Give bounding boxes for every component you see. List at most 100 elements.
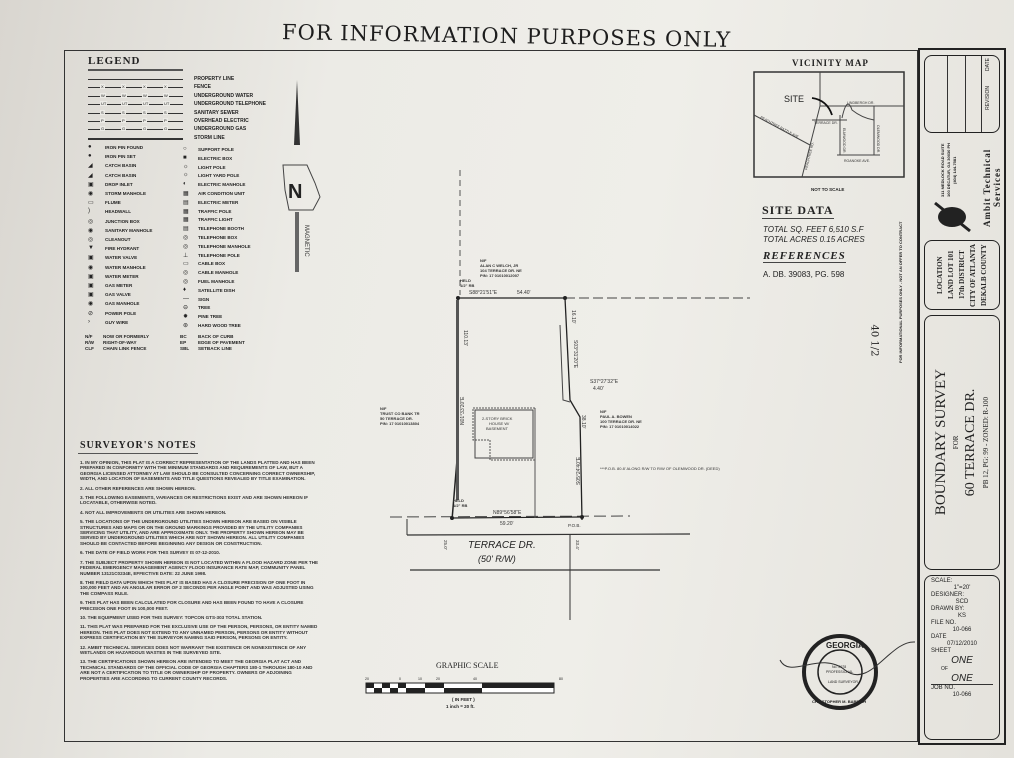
legend-symbol-icon: ▣ (88, 283, 94, 289)
legend-abbr: BC (180, 334, 187, 339)
south-distance: 59.20' (500, 521, 514, 527)
street-name: TERRACE DR. (468, 540, 536, 551)
legend-underline (88, 69, 183, 71)
legend-symbol-icon: ◐ (183, 181, 187, 188)
surveyor-note: 6. THE DATE OF FIELD WORK FOR THIS SURVE… (80, 550, 221, 556)
location-line: LAND LOT 101 (946, 250, 955, 300)
seal-state: GEORGIA (826, 641, 864, 650)
legend-symbol-icon: ▣ (88, 273, 94, 280)
legend-line-label: OVERHEAD ELECTRIC (194, 118, 249, 124)
revision-date-header: DATE (985, 58, 991, 71)
legend-abbr-text: CHAIN LINK FENCE (103, 346, 147, 351)
legend-symbol-icon: ◉ (88, 264, 94, 271)
legend-symbol-icon: ☼ (183, 172, 189, 179)
legend-symbol-icon: ◉ (88, 227, 94, 234)
graphic-scale-title: GRAPHIC SCALE (436, 661, 499, 670)
legend-line-code: P (142, 118, 147, 123)
legend-symbol-icon: ▤ (183, 226, 189, 233)
legend-symbol-label: HEADWALL (105, 209, 132, 215)
seal-surveyor: CHRISTOPHER M. BABBICH (812, 699, 866, 704)
scale-tick-label: 20 (365, 677, 369, 681)
street-label: LINDBERGH DR. (847, 101, 874, 105)
sheet-of: OF (941, 666, 948, 672)
legend-symbol-icon: ⊥ (183, 252, 189, 259)
legend-line-code: W (142, 92, 148, 98)
legend-symbol-icon: › (88, 318, 90, 325)
legend-title: LEGEND (88, 55, 141, 67)
east2-bearing: S05°24'40"E (576, 456, 582, 485)
pob-label: P.O.B. (568, 523, 581, 528)
legend-abbr: CLF (85, 346, 94, 351)
legend-symbol-icon: ◎ (88, 218, 94, 225)
legend-symbol-icon: ♦ (183, 286, 187, 293)
sheet-date-label: DATE (931, 634, 947, 640)
scale-tick-label: 0 (399, 677, 401, 681)
pob-note: ***P.O.B. 80.8' ALONG R/W TO R/W OF OLEM… (600, 466, 720, 471)
legend-symbol-label: AIR CONDITION UNIT (198, 191, 245, 196)
street-label: PEACHTREE RD. (804, 142, 815, 171)
legend-symbol-icon: — (183, 295, 189, 302)
east-bearing-1: S03°31'20"E (572, 340, 578, 369)
legend-symbol-label: TELEPHONE BOOTH (198, 226, 244, 232)
legend-line-code: S (142, 109, 147, 115)
legend-symbol-icon: ◢ (88, 163, 93, 170)
legend-line-sample (88, 79, 183, 80)
legend-line-code: X (142, 84, 147, 90)
legend-line-sample (88, 95, 183, 97)
scale-tick-label: 20 (436, 677, 440, 681)
south-bearing: N89°56'58"E (493, 510, 522, 516)
references-title: REFERENCES (763, 250, 846, 263)
owner-label: PIN: 17 01010014022 (600, 424, 640, 429)
legend-line-code: G (121, 126, 127, 132)
survey-title: BOUNDARY SURVEY (933, 369, 949, 516)
legend-line-label: PROPERTY LINE (194, 76, 235, 82)
surveyor-note: 13. THE CERTIFICATIONS SHOWN HEREON ARE … (80, 659, 313, 681)
legend-symbol-label: GAS VALVE (105, 292, 131, 298)
legend-symbol-icon: ▣ (88, 181, 94, 188)
plat-reference: PB 12, PG: 99 - ZONED: R-100 (982, 396, 990, 489)
legend-symbol-label: FIRE HYDRANT (105, 246, 140, 252)
legend-symbol-label: LIGHT POLE (198, 164, 226, 170)
company-logo-icon (934, 201, 971, 233)
owner-label: N/F (480, 258, 487, 263)
sheet-file: 10-066 (952, 627, 972, 633)
legend-line-code: S (163, 109, 168, 115)
legend-symbol-label: DROP INLET (105, 181, 133, 187)
owner-label: 50 TERRACE DR. (380, 416, 413, 421)
east-short-distance: 4.40' (593, 386, 604, 392)
legend-symbol-icon: ○ (183, 146, 187, 152)
west-distance: 110.13' (462, 330, 468, 346)
owner-label: HELD (453, 498, 464, 503)
legend-line-code: UT (121, 101, 129, 107)
legend-symbol-label: WATER METER (105, 273, 139, 279)
street-label: OLEMWOOD DR. (876, 125, 880, 153)
legend-symbol-label: SIGN (198, 296, 210, 302)
scale-tick-label: 80 (559, 677, 563, 681)
survey-for: FOR (952, 435, 960, 450)
north-arrow-icon: N MAGNETIC (282, 80, 321, 272)
surveyor-note: 3. THE FOLLOWING EASEMENTS, VARIANCES OR… (80, 495, 308, 506)
legend-line-code: P (100, 118, 105, 123)
legend-symbol-label: CATCH BASIN (105, 163, 137, 169)
legend-line-sample (88, 121, 183, 122)
scale-tick-label: 10 (418, 677, 422, 681)
owner-label: 1/2" RB (453, 503, 467, 508)
revision-box: DATE REVISION (924, 55, 1000, 133)
legend-symbol-icon: ◉ (88, 301, 94, 308)
graphic-scale-bar (365, 682, 555, 694)
sheet-job: 10-066 (952, 692, 972, 698)
legend-line-code: S (121, 109, 126, 115)
site-label: SITE (784, 94, 804, 104)
legend-abbr-text: NOW OR FORMERLY (103, 334, 150, 339)
legend-line-label: STORM LINE (194, 134, 225, 141)
legend-symbol-icon: ▦ (183, 208, 189, 215)
legend-symbol-label: ELECTRIC BOX (198, 155, 233, 161)
sheet-designer-label: DESIGNER: (931, 592, 965, 598)
legend-line-sample (88, 87, 183, 89)
dist-right: 33.4' (575, 540, 580, 550)
street-label: PEACHTREE BATTLE AVE. (760, 115, 801, 139)
east2-distance: 38.10' (580, 415, 586, 429)
surveyor-note: 7. THE SUBJECT PROPERTY SHOWN HEREON IS … (80, 559, 319, 576)
not-to-scale: NOT TO SCALE (811, 187, 845, 192)
